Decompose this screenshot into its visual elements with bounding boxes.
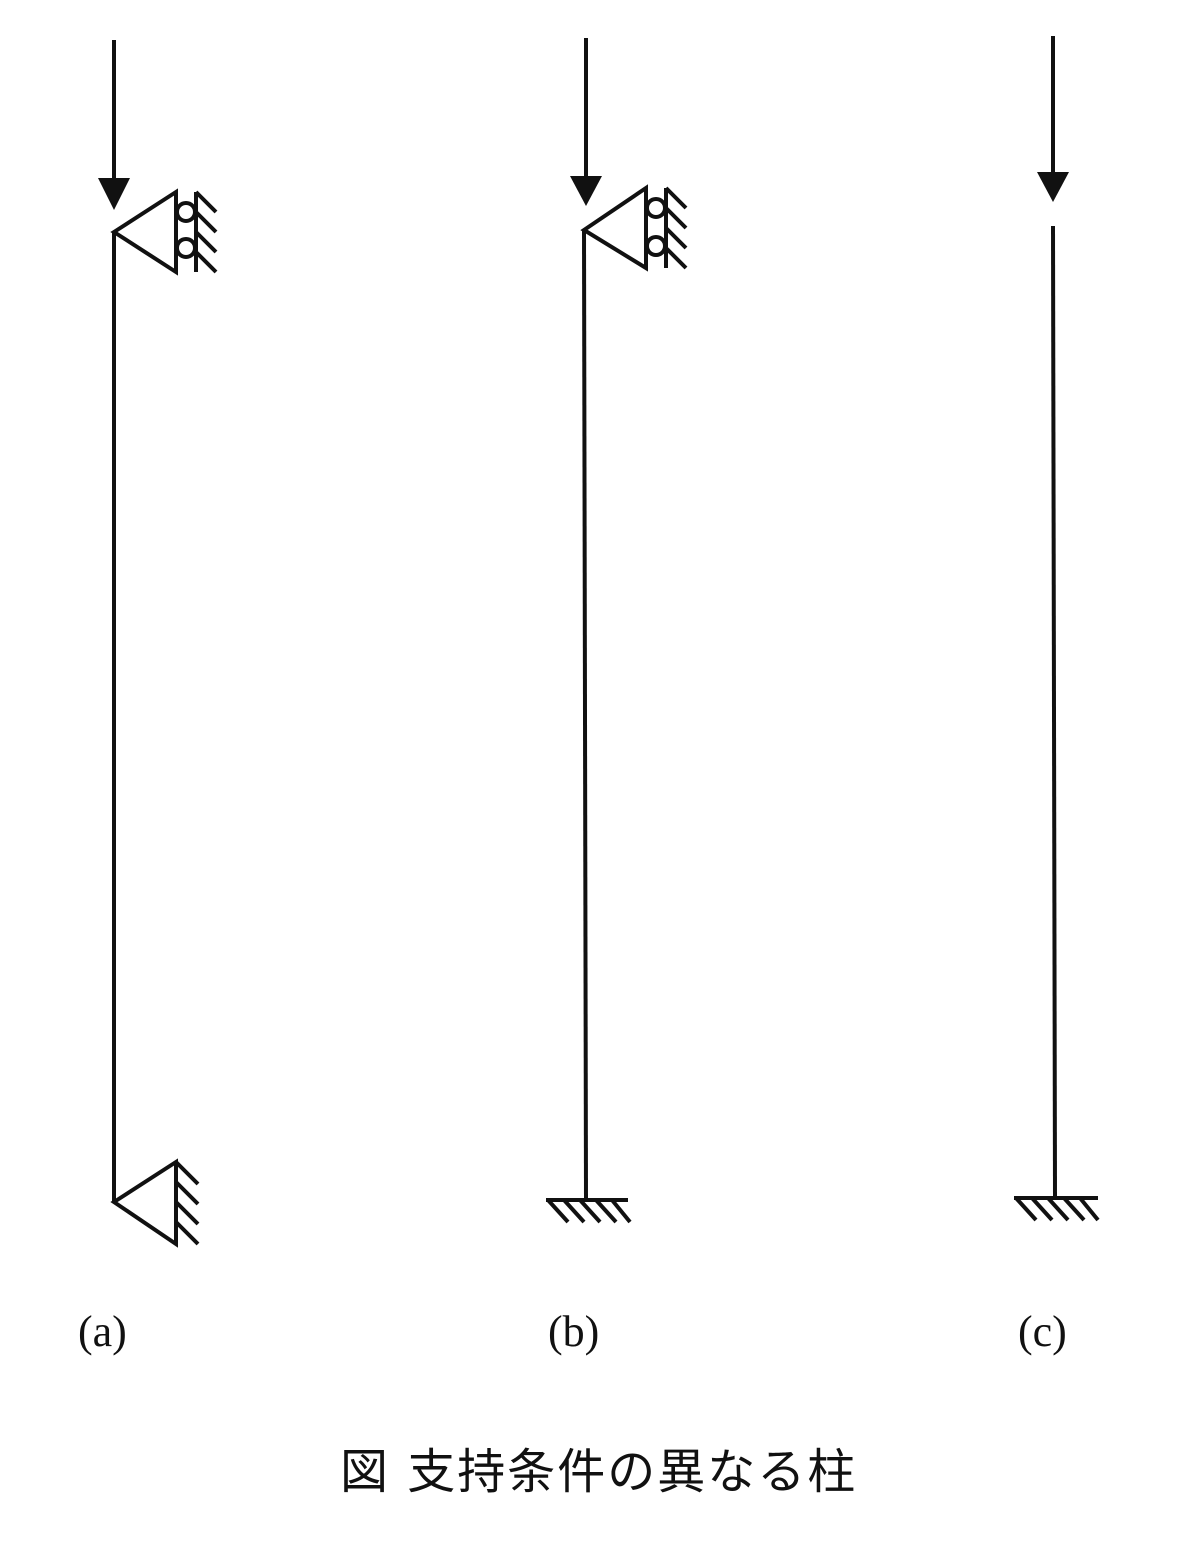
load-arrow-a	[98, 40, 130, 210]
column-a	[98, 40, 218, 1248]
roller-support-top-a	[110, 188, 218, 276]
column-member-c	[1051, 225, 1057, 1199]
roller-support-top-b	[580, 184, 688, 272]
column-member-b	[582, 229, 588, 1201]
column-b	[546, 38, 688, 1224]
fixed-support-bottom-c	[1014, 1196, 1100, 1222]
column-label-a: (a)	[78, 1307, 127, 1356]
pin-support-bottom-a	[110, 1158, 200, 1248]
column-c	[1014, 36, 1100, 1222]
load-arrow-b	[570, 38, 602, 206]
figure-caption: 図 支持条件の異なる柱	[340, 1444, 858, 1500]
column-label-b: (b)	[548, 1307, 600, 1356]
load-arrow-c	[1037, 36, 1069, 202]
fixed-support-bottom-b	[546, 1198, 632, 1224]
column-label-c: (c)	[1018, 1307, 1067, 1356]
